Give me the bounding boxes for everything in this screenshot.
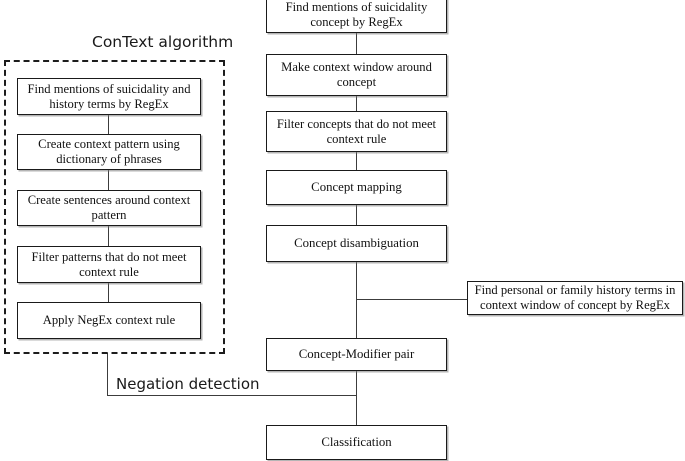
node-filter-patterns-context-rule[interactable]: Filter patterns that do not meet context… (17, 246, 201, 283)
node-label: Make context window around concept (281, 60, 432, 89)
connector-m5-m6 (356, 262, 357, 338)
node-find-mentions-suicidality-history[interactable]: Find mentions of suicidality and history… (17, 78, 201, 115)
connector-l3-l4 (108, 226, 109, 246)
node-label: Apply NegEx context rule (42, 313, 176, 328)
node-label: Classification (321, 434, 392, 449)
node-create-context-pattern[interactable]: Create context pattern using dictionary … (17, 134, 201, 170)
negation-detection-label: Negation detection (116, 375, 260, 393)
node-find-personal-family-history-terms[interactable]: Find personal or family history terms in… (467, 281, 683, 315)
node-label: Concept mapping (311, 179, 402, 194)
node-concept-mapping[interactable]: Concept mapping (266, 170, 447, 205)
node-concept-modifier-pair[interactable]: Concept-Modifier pair (266, 338, 447, 371)
node-label: Concept-Modifier pair (298, 346, 415, 361)
connector-m2-m3 (356, 96, 357, 111)
node-concept-disambiguation[interactable]: Concept disambiguation (266, 225, 447, 262)
node-label: Filter patterns that do not meet context… (31, 249, 187, 279)
node-classification[interactable]: Classification (266, 425, 447, 460)
connector-negation-vertical (107, 353, 108, 395)
node-filter-concepts-context-rule[interactable]: Filter concepts that do not meet context… (266, 111, 447, 152)
node-label: Create context pattern using dictionary … (38, 137, 180, 166)
connector-l1-l2 (108, 115, 109, 134)
node-label: Filter concepts that do not meet context… (276, 116, 437, 146)
node-label: Find mentions of suicidality and history… (27, 81, 191, 111)
node-label: Find mentions of suicidality concept by … (285, 0, 428, 29)
connector-l2-l3 (108, 170, 109, 190)
connector-negation-horizontal (107, 395, 357, 396)
node-apply-negex-context-rule[interactable]: Apply NegEx context rule (17, 302, 201, 339)
connector-m4-m5 (356, 205, 357, 225)
node-create-sentences-around-pattern[interactable]: Create sentences around context pattern (17, 190, 201, 226)
node-label: Find personal or family history terms in… (474, 283, 676, 312)
context-algorithm-group (4, 60, 225, 354)
node-label: Concept disambiguation (294, 235, 419, 250)
connector-l4-l5 (108, 283, 109, 302)
node-label: Create sentences around context pattern (27, 193, 191, 222)
context-algorithm-title: ConText algorithm (92, 33, 234, 51)
node-make-context-window[interactable]: Make context window around concept (266, 54, 447, 96)
connector-m6-m7 (356, 371, 357, 425)
connector-m3-m4 (356, 152, 357, 170)
node-find-mentions-suicidality-concept[interactable]: Find mentions of suicidality concept by … (266, 0, 447, 33)
connector-sidebranch-to-spine (356, 299, 467, 300)
connector-m1-m2 (356, 33, 357, 54)
